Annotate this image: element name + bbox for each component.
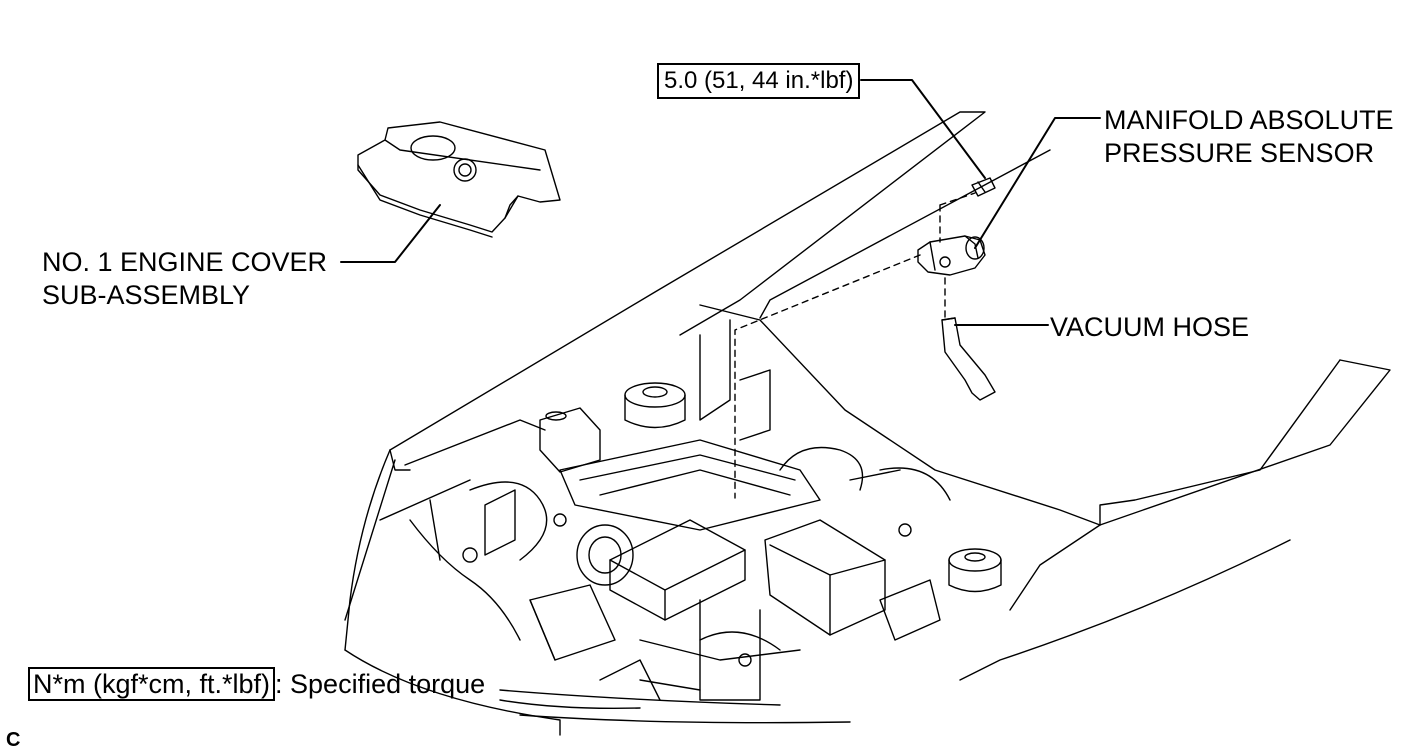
vacuum-hose-label-text: VACUUM HOSE [1050, 312, 1250, 342]
engine-cover-drawing [357, 121, 561, 238]
car-body-outline [344, 111, 1391, 736]
torque-legend: N*m (kgf*cm, ft.*lbf): Specified torque [28, 667, 486, 701]
legend-text: : Specified torque [275, 669, 486, 699]
legend-unit-box: N*m (kgf*cm, ft.*lbf) [28, 667, 276, 701]
engine-cover-label-line2: SUB-ASSEMBLY [42, 280, 251, 310]
engine-components [409, 319, 1002, 701]
map-sensor-label-line1: MANIFOLD ABSOLUTE [1104, 105, 1394, 135]
vacuum-hose-drawing [941, 317, 996, 401]
corner-code-text: C [6, 729, 21, 751]
bolt-drawing [971, 177, 996, 197]
engine-cover-label: NO. 1 ENGINE COVER SUB-ASSEMBLY [42, 246, 327, 312]
engine-cover-label-line1: NO. 1 ENGINE COVER [42, 247, 328, 277]
corner-code: C [6, 728, 20, 752]
map-sensor-drawing [917, 235, 986, 276]
leader-lines [340, 79, 1101, 326]
alignment-dashed-lines [734, 192, 976, 499]
torque-value-text: 5.0 (51, 44 in.*lbf) [664, 67, 854, 94]
legend-underline [499, 699, 641, 710]
map-sensor-label: MANIFOLD ABSOLUTE PRESSURE SENSOR [1104, 104, 1394, 170]
map-sensor-label-line2: PRESSURE SENSOR [1104, 138, 1375, 168]
vacuum-hose-label: VACUUM HOSE [1050, 311, 1249, 344]
torque-value-callout: 5.0 (51, 44 in.*lbf) [657, 63, 861, 99]
